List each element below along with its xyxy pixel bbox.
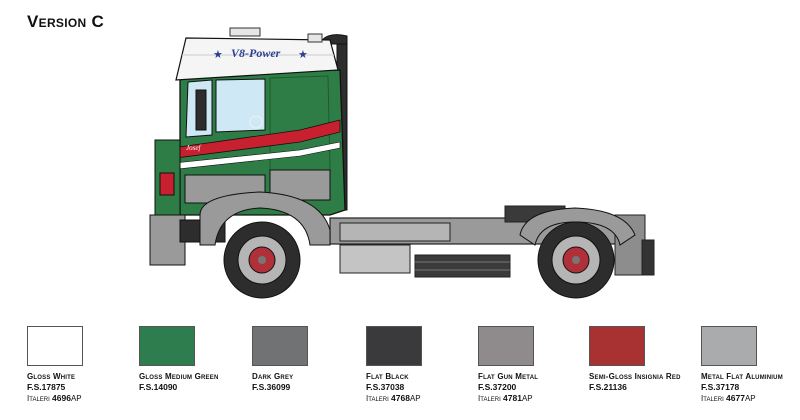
swatch-fs-code: F.S.14090 [139, 382, 178, 392]
swatch-italeri: Italeri 4781AP [478, 393, 533, 403]
rear-wheel [537, 221, 615, 299]
door-name-text: Josef [186, 144, 201, 152]
swatch-name: Semi-Gloss Insignia Red [589, 372, 681, 381]
swatch-fs-code: F.S.37178 [701, 382, 740, 392]
swatch-gloss-medium-green: Gloss Medium Green F.S.14090 [139, 326, 259, 392]
swatch-italeri: Italeri 4768AP [366, 393, 421, 403]
version-title: Version C [27, 12, 105, 31]
swatch-name: Metal Flat Aluminium [701, 372, 783, 381]
svg-text:★: ★ [213, 48, 223, 61]
swatch-italeri: Italeri 4696AP [27, 393, 82, 403]
roof-logo: ★ ★ V8-Power Josef [186, 46, 308, 152]
swatch-name: Gloss Medium Green [139, 372, 219, 381]
swatch-chip [252, 326, 308, 366]
svg-text:★: ★ [298, 48, 308, 61]
roof-text: V8-Power [231, 46, 281, 60]
swatch-name: Dark Grey [252, 372, 294, 381]
swatch-chip [27, 326, 83, 366]
swatch-fs-code: F.S.21136 [589, 382, 627, 392]
swatch-name: Flat Black [366, 372, 409, 381]
swatch-name: Flat Gun Metal [478, 372, 539, 381]
swatch-chip [589, 326, 645, 366]
swatch-chip [478, 326, 534, 366]
swatch-dark-grey: Dark Grey F.S.36099 [252, 326, 372, 392]
color-swatch-row: Gloss White F.S.17875 Italeri 4696AP Glo… [0, 326, 800, 420]
swatch-fs-code: F.S.37038 [366, 382, 405, 392]
swatch-flat-gun-metal: Flat Gun Metal F.S.37200 Italeri 4781AP [478, 326, 598, 403]
swatch-chip [701, 326, 757, 366]
swatch-name: Gloss White [27, 372, 76, 381]
swatch-chip [366, 326, 422, 366]
swatch-fs-code: F.S.37200 [478, 382, 517, 392]
cab [149, 27, 636, 266]
swatch-gloss-white: Gloss White F.S.17875 Italeri 4696AP [27, 326, 147, 403]
swatch-chip [139, 326, 195, 366]
swatch-italeri: Italeri 4677AP [701, 393, 756, 403]
swatch-metal-flat-aluminium: Metal Flat Aluminium F.S.37178 Italeri 4… [701, 326, 800, 403]
swatch-fs-code: F.S.36099 [252, 382, 291, 392]
front-wheel [223, 221, 301, 299]
swatch-flat-black: Flat Black F.S.37038 Italeri 4768AP [366, 326, 486, 403]
swatch-fs-code: F.S.17875 [27, 382, 66, 392]
truck-illustration: ★ ★ V8-Power Josef [149, 27, 655, 299]
swatch-semi-gloss-insignia-red: Semi-Gloss Insignia Red F.S.21136 [589, 326, 709, 392]
